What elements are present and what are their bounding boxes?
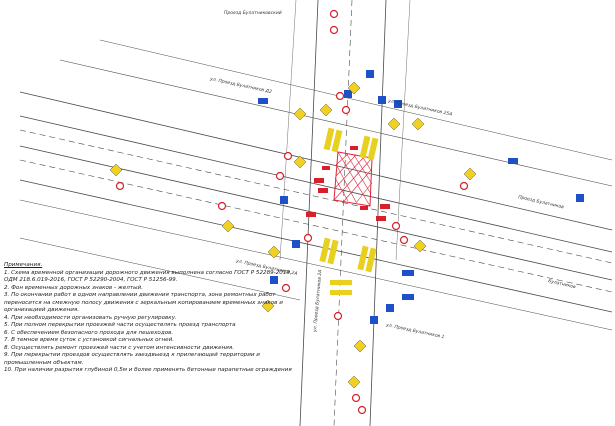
note-item: 4. При необходимости организовать ручную… bbox=[4, 314, 177, 321]
street-label-right: Проезд Булатников bbox=[518, 194, 565, 210]
note-item: 8. Осуществлять ремонт проезжей части с … bbox=[4, 344, 235, 351]
notes-heading: Примечания. bbox=[4, 262, 43, 268]
barriers bbox=[306, 146, 390, 221]
note-item: 10. При наличии разрытия глубиной 0,5м и… bbox=[4, 367, 292, 373]
notes-block: Примечания. 1. Схема временной организац… bbox=[4, 262, 304, 375]
note-item: 5. При полном перекрытии проезжей части … bbox=[4, 322, 236, 328]
note-item: 1. Схема временной организации дорожного… bbox=[4, 269, 292, 284]
street-label-bottom: ул. Проезд Булатников 2А bbox=[312, 269, 324, 333]
yellow-signs bbox=[109, 81, 477, 389]
street-label-top-left: Проезд Булатниковский bbox=[224, 10, 282, 16]
cross-road bbox=[279, 0, 411, 426]
blue-signs bbox=[258, 70, 584, 324]
note-item: 7. В темное время суток с установкой сиг… bbox=[4, 337, 174, 343]
note-item: 6. С обеспечением безопасного прохода дл… bbox=[4, 329, 174, 336]
red-signs bbox=[115, 9, 469, 415]
note-item: 9. При перекрытии проездов осуществлять … bbox=[4, 352, 260, 366]
street-label-upper-left: ул. Проезд Булатников Д2 bbox=[209, 76, 273, 95]
note-item: 3. По окончании работ в одном направлени… bbox=[4, 292, 283, 313]
street-label-lower-right: ул. Проезд Булатников 1 bbox=[385, 322, 445, 340]
street-label-far-right: Булатников bbox=[548, 278, 577, 290]
crosswalks bbox=[319, 127, 379, 295]
note-item: 2. Фон временных дорожных знаков - желты… bbox=[4, 284, 143, 291]
work-zone bbox=[333, 151, 373, 207]
